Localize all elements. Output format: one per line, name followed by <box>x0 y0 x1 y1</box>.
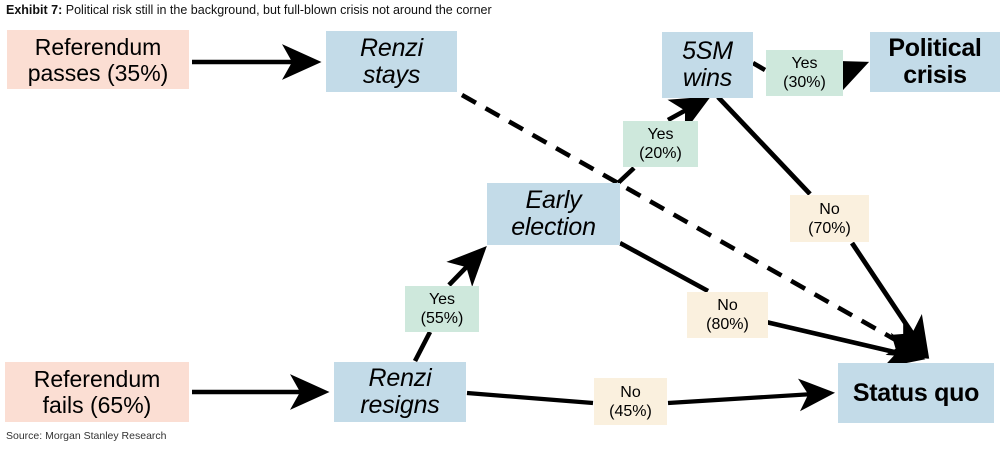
edge-yes55-to-early-election <box>446 246 487 287</box>
source-note: Source: Morgan Stanley Research <box>6 430 167 442</box>
node-5sm-wins[interactable]: 5SM wins <box>662 32 753 98</box>
node-no-45[interactable]: No (45%) <box>594 378 667 425</box>
node-referendum-passes[interactable]: Referendum passes (35%) <box>7 30 189 89</box>
node-renzi-stays[interactable]: Renzi stays <box>326 31 457 92</box>
edge-no45-to-status-quo <box>667 378 836 412</box>
exhibit-title: Exhibit 7: Political risk still in the b… <box>6 3 966 18</box>
node-no-80-line2: (80%) <box>706 316 749 333</box>
node-early-election-line1: Early <box>525 186 582 214</box>
node-political-crisis-line1: Political <box>888 34 982 62</box>
edge-renzi-resigns-to-yes55 <box>412 330 433 363</box>
edge-early-election-to-no80 <box>618 240 710 294</box>
node-status-quo[interactable]: Status quo <box>838 363 994 423</box>
node-renzi-stays-line2: stays <box>362 60 421 89</box>
edge-5sm-wins-to-yes30 <box>751 61 767 72</box>
node-5sm-wins-line1: 5SM <box>682 37 733 65</box>
node-referendum-fails[interactable]: Referendum fails (65%) <box>5 362 189 422</box>
node-yes-20[interactable]: Yes (20%) <box>623 121 698 167</box>
node-referendum-passes-line1: Referendum <box>34 33 162 60</box>
edge-no80-to-status-quo <box>765 319 926 368</box>
edge-renzi-resigns-to-no45 <box>466 390 594 406</box>
node-yes-30[interactable]: Yes (30%) <box>766 50 843 96</box>
exhibit-caption: Political risk still in the background, … <box>65 3 492 17</box>
node-yes-30-line1: Yes <box>791 55 818 72</box>
node-renzi-resigns-line1: Renzi <box>368 364 432 392</box>
node-political-crisis-line2: crisis <box>903 61 967 89</box>
edge-early-election-to-yes20 <box>616 166 636 185</box>
edge-5sm-wins-to-no70 <box>716 95 812 196</box>
node-political-crisis[interactable]: Political crisis <box>870 32 1000 92</box>
node-yes-20-line1: Yes <box>647 126 674 143</box>
node-no-80[interactable]: No (80%) <box>687 292 768 338</box>
node-renzi-resigns-line2: resigns <box>360 391 440 419</box>
edge-no70-to-status-quo <box>850 241 930 359</box>
node-yes-55-line1: Yes <box>428 291 456 308</box>
edge-yes20-to-5sm-wins <box>666 96 711 132</box>
node-no-70-line1: No <box>819 200 840 218</box>
node-yes-55[interactable]: Yes (55%) <box>405 286 479 332</box>
node-no-70[interactable]: No (70%) <box>790 195 869 242</box>
node-early-election[interactable]: Early election <box>487 183 620 245</box>
node-status-quo-label: Status quo <box>852 378 980 407</box>
node-yes-20-line2: (20%) <box>639 145 682 162</box>
node-no-45-line1: No <box>620 383 641 401</box>
node-renzi-stays-line1: Renzi <box>360 33 423 62</box>
node-no-70-line2: (70%) <box>808 219 851 237</box>
node-referendum-fails-line2: fails (65%) <box>42 392 152 418</box>
edge-yes30-to-political-crisis <box>825 60 870 94</box>
node-no-80-line1: No <box>717 297 738 314</box>
node-yes-30-line2: (30%) <box>783 74 826 91</box>
node-referendum-fails-line1: Referendum <box>33 366 161 392</box>
node-early-election-line2: election <box>511 213 596 241</box>
node-no-45-line2: (45%) <box>609 402 652 420</box>
exhibit-number: Exhibit 7: <box>6 3 63 17</box>
node-yes-55-line2: (55%) <box>420 310 464 327</box>
node-5sm-wins-line2: wins <box>682 64 733 92</box>
node-referendum-passes-line2: passes (35%) <box>27 59 169 86</box>
node-renzi-resigns[interactable]: Renzi resigns <box>334 362 466 422</box>
